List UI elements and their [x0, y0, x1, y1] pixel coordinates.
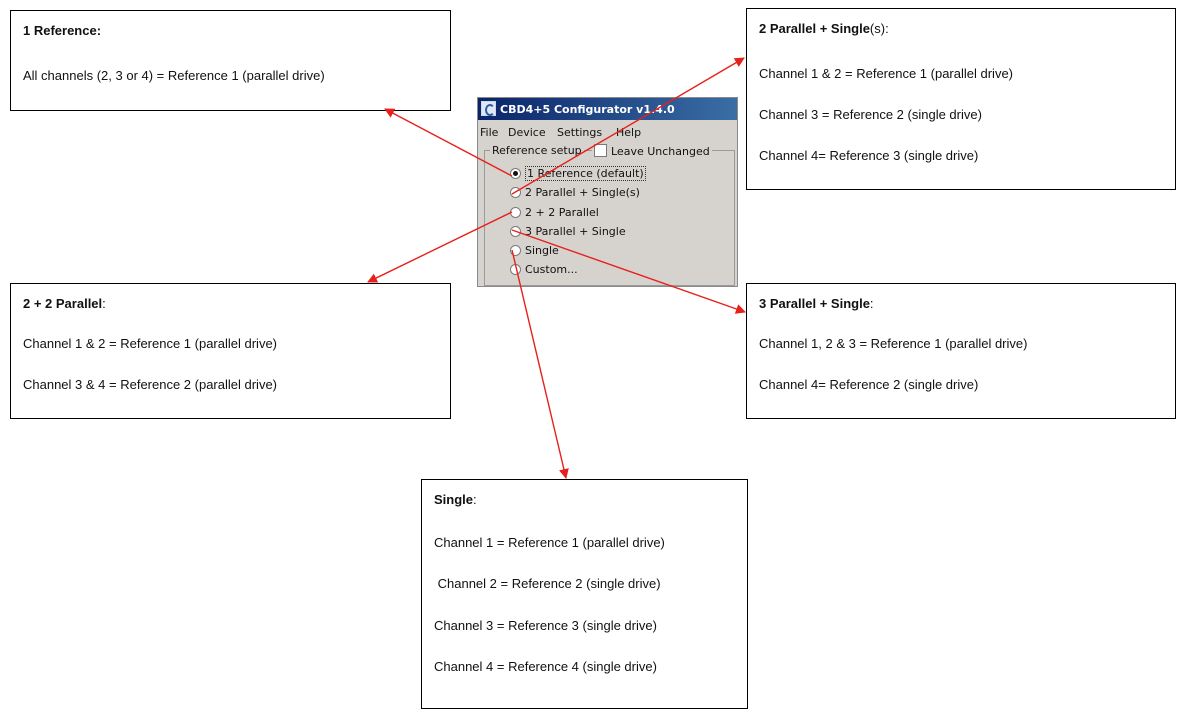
- box-title: 2 + 2 Parallel:: [23, 296, 106, 311]
- box-title: 3 Parallel + Single:: [759, 296, 874, 311]
- box-line: Channel 4= Reference 2 (single drive): [759, 377, 979, 392]
- box-line: Channel 3 = Reference 3 (single drive): [434, 618, 657, 633]
- box-line: Channel 2 = Reference 2 (single drive): [434, 576, 661, 591]
- box-line: Channel 1, 2 & 3 = Reference 1 (parallel…: [759, 336, 1028, 351]
- leave-unchanged-checkbox[interactable]: Leave Unchanged: [592, 144, 712, 158]
- box-line: Channel 1 & 2 = Reference 1 (parallel dr…: [23, 336, 278, 351]
- box-3-parallel-single: 3 Parallel + Single: Channel 1, 2 & 3 = …: [746, 283, 1176, 419]
- radio-icon[interactable]: [510, 245, 521, 256]
- checkbox-label: Leave Unchanged: [611, 145, 710, 158]
- radio-icon[interactable]: [510, 264, 521, 275]
- box-2-parallel-single: 2 Parallel + Single(s): Channel 1 & 2 = …: [746, 8, 1176, 190]
- menubar: File Device Settings Help: [478, 124, 737, 140]
- box-title: Single:: [434, 492, 477, 507]
- box-2-plus-2-parallel: 2 + 2 Parallel: Channel 1 & 2 = Referenc…: [10, 283, 451, 419]
- menu-file[interactable]: File: [480, 126, 499, 139]
- box-title: 2 Parallel + Single(s):: [759, 21, 889, 36]
- radio-icon[interactable]: [510, 187, 521, 198]
- radio-icon[interactable]: [510, 226, 521, 237]
- menu-help[interactable]: Help: [616, 126, 642, 139]
- box-line: Channel 4 = Reference 4 (single drive): [434, 659, 657, 674]
- box-line: Channel 4= Reference 3 (single drive): [759, 148, 979, 163]
- option-label: 2 + 2 Parallel: [525, 206, 599, 219]
- option-label: 3 Parallel + Single: [525, 225, 626, 238]
- box-line: Channel 1 = Reference 1 (parallel drive): [434, 535, 665, 550]
- option-label: Single: [525, 244, 559, 257]
- menu-settings[interactable]: Settings: [557, 126, 603, 139]
- box-1-reference: 1 Reference: All channels (2, 3 or 4) = …: [10, 10, 451, 111]
- box-line: Channel 3 = Reference 2 (single drive): [759, 107, 982, 122]
- box-line: Channel 1 & 2 = Reference 1 (parallel dr…: [759, 66, 1014, 81]
- window-title: CBD4+5 Configurator v1.4.0: [500, 103, 675, 116]
- window-titlebar: CBD4+5 Configurator v1.4.0: [478, 98, 737, 120]
- box-line: All channels (2, 3 or 4) = Reference 1 (…: [23, 68, 325, 83]
- app-icon: [481, 101, 496, 116]
- radio-selected-icon[interactable]: [510, 168, 521, 179]
- box-single: Single: Channel 1 = Reference 1 (paralle…: [421, 479, 748, 709]
- box-line: Channel 3 & 4 = Reference 2 (parallel dr…: [23, 377, 278, 392]
- checkbox-box[interactable]: [594, 144, 607, 157]
- menu-device[interactable]: Device: [508, 126, 546, 139]
- configurator-window: CBD4+5 Configurator v1.4.0 File Device S…: [477, 97, 738, 287]
- group-label: Reference setup: [490, 144, 584, 157]
- option-label: 2 Parallel + Single(s): [525, 186, 640, 199]
- radio-icon[interactable]: [510, 207, 521, 218]
- option-label: 1 Reference (default): [525, 166, 646, 181]
- box-title: 1 Reference:: [23, 23, 102, 38]
- option-label: Custom...: [525, 263, 578, 276]
